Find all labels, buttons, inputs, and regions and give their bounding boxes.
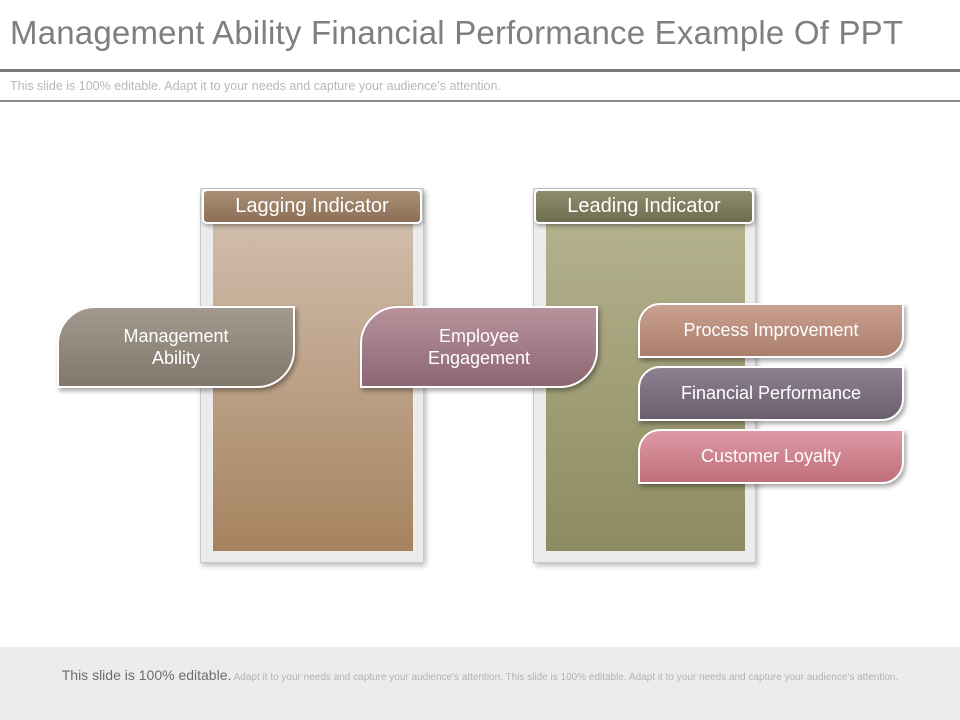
slide-title: Management Ability Financial Performance… xyxy=(10,14,904,51)
title-divider xyxy=(0,69,960,72)
process-improvement-label: Process Improvement xyxy=(638,303,904,358)
employee-engagement-label: Employee Engagement xyxy=(360,306,598,388)
footer-text: This slide is 100% editable. Adapt it to… xyxy=(20,668,940,685)
footer-bar: This slide is 100% editable. Adapt it to… xyxy=(0,647,960,720)
footer-lead-text: This slide is 100% editable. xyxy=(61,667,232,683)
subtitle-divider xyxy=(0,100,960,102)
customer-loyalty-label: Customer Loyalty xyxy=(638,429,904,484)
employee-engagement-text: Employee Engagement xyxy=(427,325,531,369)
footer-body-text: Adapt it to your needs and capture your … xyxy=(233,672,899,683)
management-ability-text: Management Ability xyxy=(123,325,229,369)
financial-performance-label: Financial Performance xyxy=(638,366,904,421)
leading-indicator-header: Leading Indicator xyxy=(534,189,754,224)
management-ability-label: Management Ability xyxy=(57,306,295,388)
slide-subtitle: This slide is 100% editable. Adapt it to… xyxy=(10,79,501,93)
lagging-indicator-header: Lagging Indicator xyxy=(202,189,422,224)
